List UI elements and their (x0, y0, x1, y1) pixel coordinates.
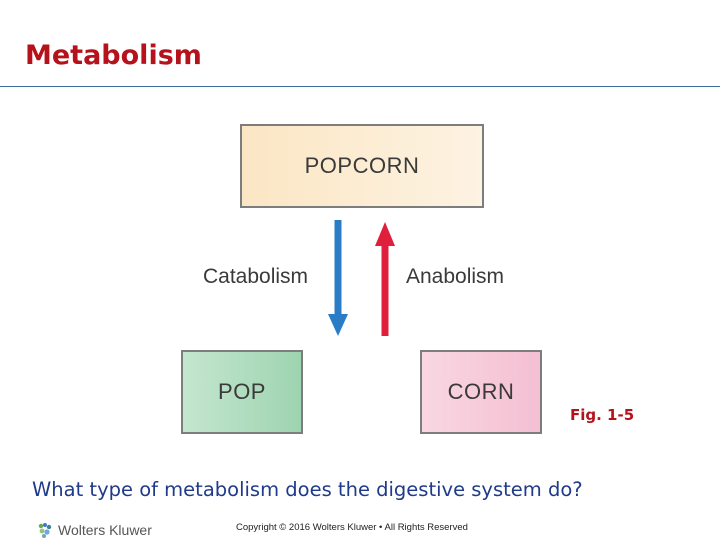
popcorn-label: POPCORN (304, 153, 420, 178)
title-divider (0, 86, 720, 87)
catabolism-label: Catabolism (203, 265, 309, 288)
corn-label: CORN (447, 379, 515, 404)
wolters-kluwer-logo-icon (38, 523, 52, 538)
pop-label: POP (218, 379, 266, 404)
figure-number: Fig. 1-5 (570, 406, 635, 424)
anabolism-arrow (375, 222, 395, 336)
anabolism-label: Anabolism (406, 265, 505, 288)
logo-text: Wolters Kluwer (58, 522, 152, 538)
publisher-logo: Wolters Kluwer (36, 521, 152, 539)
copyright-text: Copyright © 2016 Wolters Kluwer • All Ri… (236, 522, 468, 533)
pop-box: POP (181, 350, 303, 434)
slide-title: Metabolism (25, 40, 202, 71)
catabolism-arrow (328, 220, 348, 336)
corn-box: CORN (420, 350, 542, 434)
question-text: What type of metabolism does the digesti… (32, 478, 583, 501)
popcorn-box: POPCORN (240, 124, 484, 208)
